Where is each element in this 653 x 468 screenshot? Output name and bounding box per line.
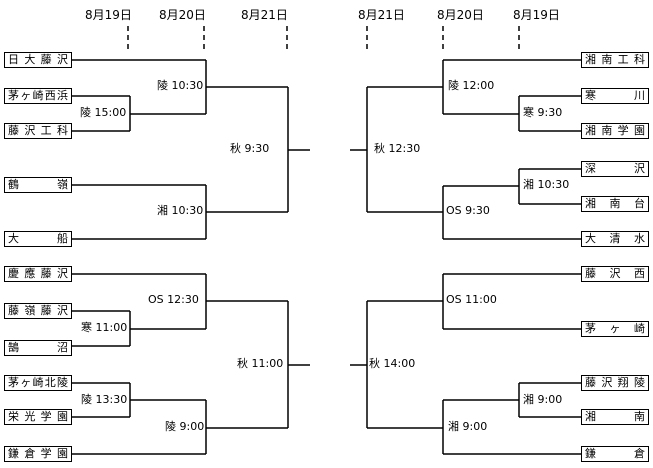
game-label-left-r1c: 陵 13:30 — [80, 393, 129, 406]
team-box-right-10: 鎌倉 — [581, 446, 649, 462]
date-header-right-2: 8月19日 — [513, 8, 560, 22]
date-header-right-1: 8月20日 — [437, 8, 484, 22]
date-header-right-0: 8月21日 — [358, 8, 405, 22]
team-box-left-10: 鎌倉学園 — [4, 446, 72, 462]
date-header-left-1: 8月20日 — [159, 8, 206, 22]
team-box-left-9: 栄光学園 — [4, 409, 72, 425]
game-label-left-r2d: 陵 9:00 — [164, 420, 206, 433]
team-box-left-2: 藤沢工科 — [4, 123, 72, 139]
game-label-left-r2c: OS 12:30 — [147, 293, 200, 306]
game-label-left-r2a: 陵 10:30 — [156, 79, 205, 92]
team-box-right-8: 藤沢翔陵 — [581, 375, 649, 391]
team-box-right-4: 湘南台 — [581, 196, 649, 212]
team-box-left-0: 日大藤沢 — [4, 52, 72, 68]
game-label-right-r1c: 湘 9:00 — [522, 393, 564, 406]
team-box-left-6: 藤嶺藤沢 — [4, 303, 72, 319]
team-box-left-1: 茅ヶ崎西浜 — [4, 88, 72, 104]
team-box-left-8: 茅ヶ崎北陵 — [4, 375, 72, 391]
game-label-right-r1a: 寒 9:30 — [522, 106, 564, 119]
team-box-right-5: 大清水 — [581, 231, 649, 247]
team-box-left-4: 大船 — [4, 231, 72, 247]
team-box-right-9: 湘南 — [581, 409, 649, 425]
game-label-right-sfb: 秋 14:00 — [368, 357, 417, 370]
game-label-left-r1a: 陵 15:00 — [79, 106, 128, 119]
game-label-left-r2b: 湘 10:30 — [156, 204, 205, 217]
game-label-right-r2b: OS 9:30 — [445, 204, 491, 217]
team-box-right-3: 深沢 — [581, 161, 649, 177]
date-header-left-2: 8月21日 — [241, 8, 288, 22]
game-label-right-r2c: OS 11:00 — [445, 293, 498, 306]
game-label-right-r2d: 湘 9:00 — [447, 420, 489, 433]
team-box-left-3: 鶴嶺 — [4, 177, 72, 193]
game-label-right-r2a: 陵 12:00 — [447, 79, 496, 92]
team-box-right-7: 茅ヶ崎 — [581, 321, 649, 337]
game-label-left-sfb: 秋 11:00 — [236, 357, 285, 370]
team-box-right-1: 寒川 — [581, 88, 649, 104]
game-label-left-sfa: 秋 9:30 — [229, 142, 271, 155]
team-box-right-2: 湘南学園 — [581, 123, 649, 139]
game-label-left-r1b: 寒 11:00 — [80, 321, 129, 334]
team-box-right-6: 藤沢西 — [581, 266, 649, 282]
game-label-right-r1b: 湘 10:30 — [522, 178, 571, 191]
team-box-right-0: 湘南工科 — [581, 52, 649, 68]
game-label-right-sfa: 秋 12:30 — [373, 142, 422, 155]
team-box-left-7: 鵠沼 — [4, 340, 72, 356]
team-box-left-5: 慶應藤沢 — [4, 266, 72, 282]
date-header-left-0: 8月19日 — [85, 8, 132, 22]
